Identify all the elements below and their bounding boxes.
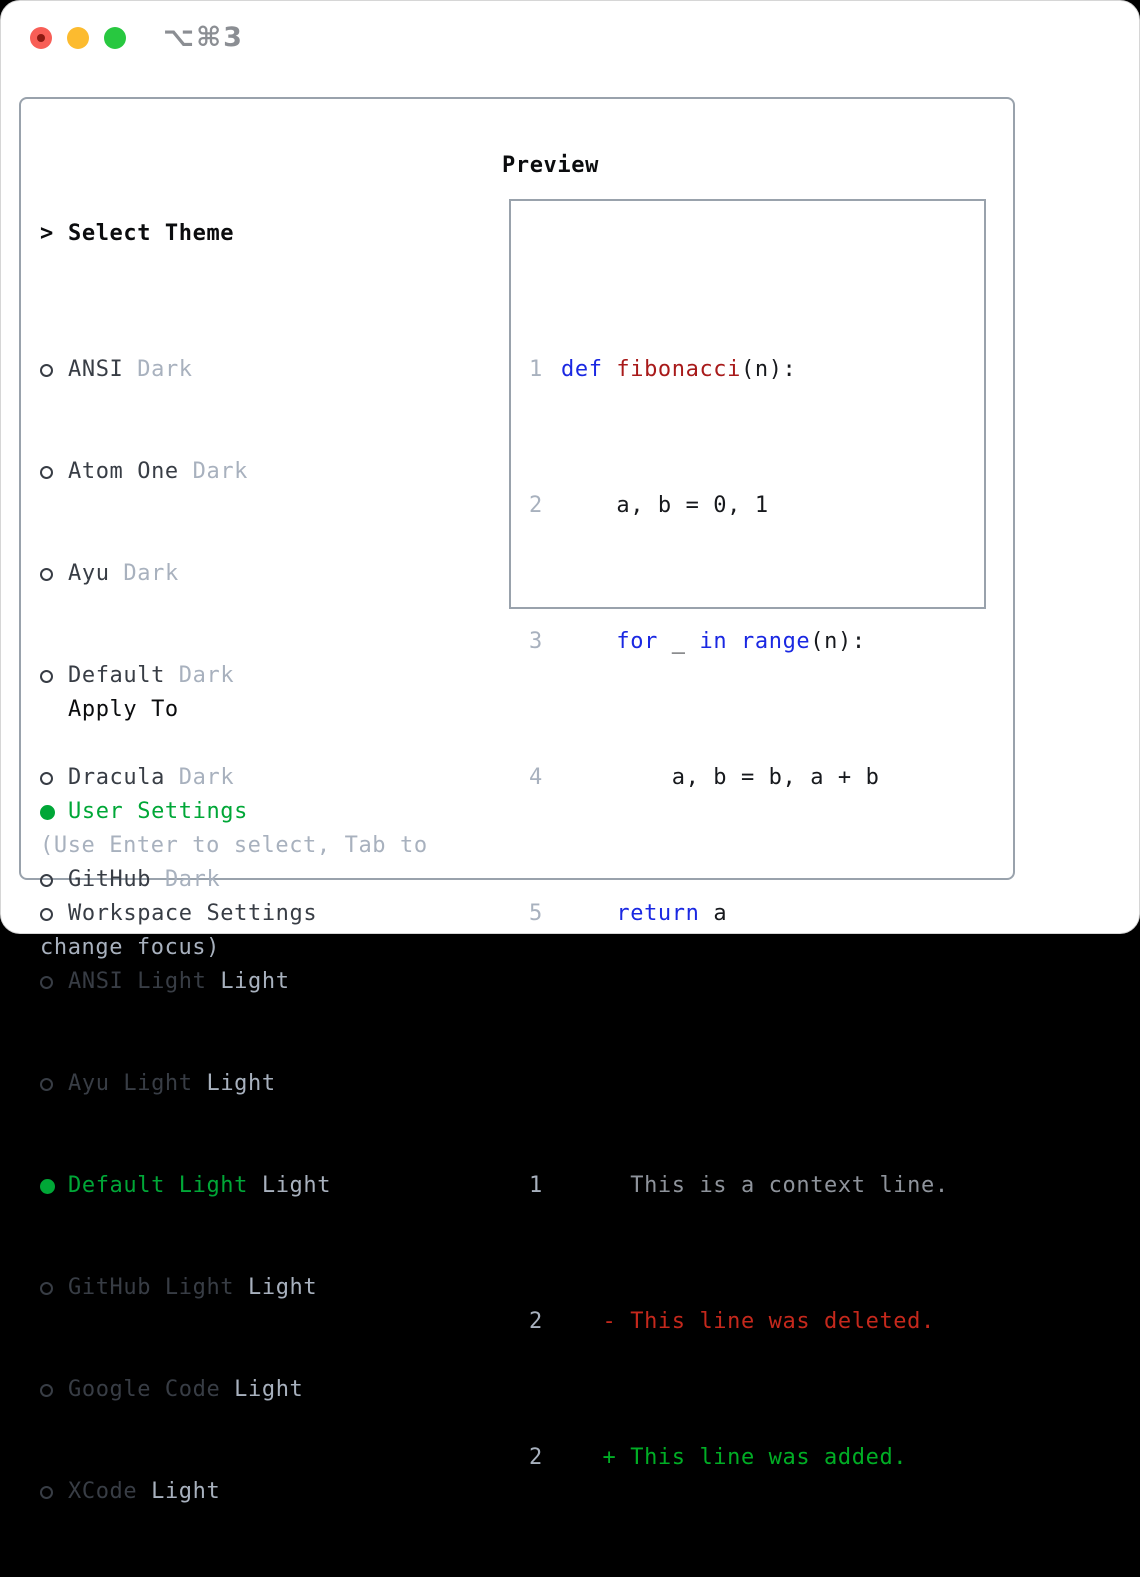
help-text: (Use Enter to select, Tab to change focu… <box>40 761 428 1033</box>
cursor-icon: > <box>40 221 54 246</box>
line-number: 2 <box>529 1445 543 1470</box>
line-number: 2 <box>529 493 543 518</box>
theme-option-ansi-dark[interactable]: ANSI Dark <box>40 353 331 387</box>
theme-option-ayu-light[interactable]: Ayu Light Light <box>40 1067 331 1101</box>
app-window: ⌥⌘3 > Select Theme ANSI Dark Atom One Da… <box>0 0 1140 1504</box>
help-text-line1: (Use Enter to select, Tab to <box>40 833 428 858</box>
diff-removed-line: 2 - This line was deleted. <box>529 1305 984 1339</box>
radio-icon <box>40 567 53 581</box>
radio-selected-icon <box>40 804 55 820</box>
title-bar: ⌥⌘3 <box>1 1 1139 79</box>
line-number: 2 <box>529 1309 543 1334</box>
close-button[interactable] <box>30 27 52 49</box>
minimize-button[interactable] <box>67 27 89 49</box>
line-number: 1 <box>529 357 543 382</box>
line-number: 1 <box>529 1173 543 1198</box>
radio-icon <box>40 1485 53 1499</box>
code-line: 4 a, b = b, a + b <box>529 761 984 795</box>
help-text-line2: change focus) <box>40 935 220 960</box>
window-title: ⌥⌘3 <box>163 22 244 53</box>
diff-context-line: 1 This is a context line. <box>529 1169 984 1203</box>
radio-icon <box>40 1281 53 1295</box>
radio-icon <box>40 907 53 921</box>
code-line: 5 return a <box>529 897 984 931</box>
radio-icon <box>40 465 53 479</box>
code-line: 2 a, b = 0, 1 <box>529 489 984 523</box>
line-number: 3 <box>529 629 543 654</box>
preview-title: Preview <box>502 153 599 178</box>
blank-line <box>529 1033 984 1067</box>
theme-option-atom-one-dark[interactable]: Atom One Dark <box>40 455 331 489</box>
radio-icon <box>40 363 53 377</box>
theme-option-github-light[interactable]: GitHub Light Light <box>40 1271 331 1305</box>
apply-to-header: Apply To <box>40 693 317 727</box>
apply-option-user-settings[interactable]: User Settings <box>40 795 317 829</box>
line-number: 5 <box>529 901 543 926</box>
apply-to-section: Apply To User Settings Workspace Setting… <box>40 625 317 999</box>
radio-icon <box>40 1383 53 1397</box>
zoom-button[interactable] <box>104 27 126 49</box>
theme-option-default-dark[interactable]: Default Dark <box>40 659 331 693</box>
apply-option-workspace-settings[interactable]: Workspace Settings <box>40 897 317 931</box>
theme-option-default-light[interactable]: Default Light Light <box>40 1169 331 1203</box>
code-line: 3 for _ in range(n): <box>529 625 984 659</box>
radio-icon <box>40 669 53 683</box>
diff-added-line: 2 + This line was added. <box>529 1441 984 1475</box>
apply-to-title: Apply To <box>68 697 179 722</box>
theme-option-dracula-dark[interactable]: Dracula Dark <box>40 761 331 795</box>
theme-option-google-code-light[interactable]: Google Code Light <box>40 1373 331 1407</box>
radio-icon <box>40 1077 53 1091</box>
radio-icon <box>40 873 53 887</box>
line-number: 4 <box>529 765 543 790</box>
theme-list-title: Select Theme <box>68 221 235 246</box>
theme-option-xcode-light[interactable]: XCode Light <box>40 1475 331 1509</box>
theme-option-ayu-dark[interactable]: Ayu Dark <box>40 557 331 591</box>
radio-selected-icon <box>40 1178 55 1194</box>
radio-icon <box>40 771 53 785</box>
theme-list-header: > Select Theme <box>40 217 331 251</box>
theme-option-github-dark[interactable]: GitHub Dark <box>40 863 331 897</box>
main-panel: > Select Theme ANSI Dark Atom One Dark A… <box>19 97 1015 1504</box>
